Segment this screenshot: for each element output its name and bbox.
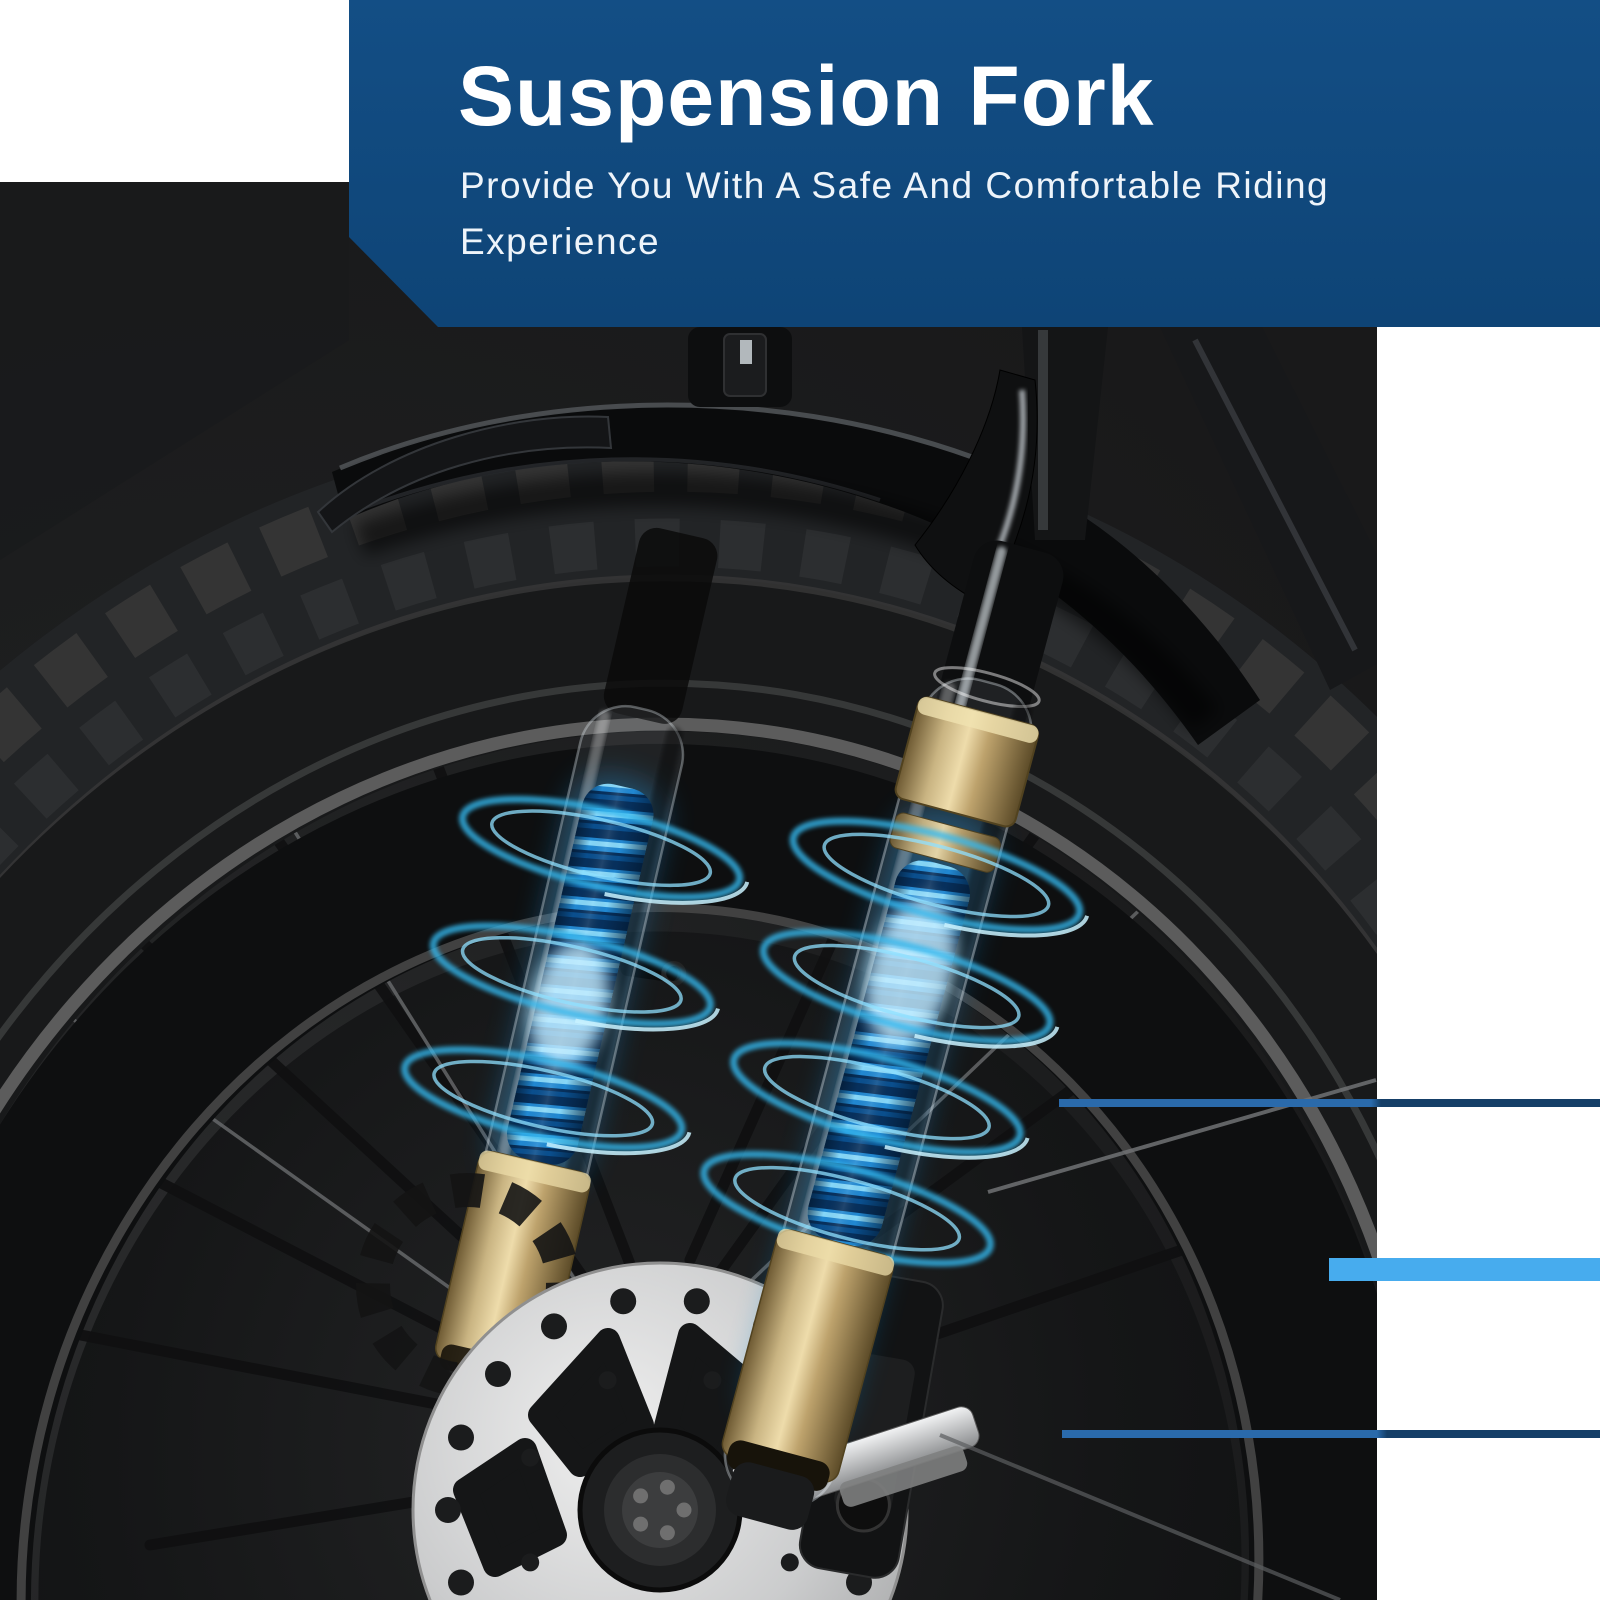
page-subtitle: Provide You With A Safe And Comfortable … <box>460 165 1330 262</box>
callout-line-bottom <box>1062 1430 1600 1438</box>
product-photo <box>0 182 1377 1600</box>
spring-hotspot <box>529 942 609 1068</box>
tire-sidewall <box>0 581 1377 1600</box>
page-title: Suspension Fork <box>458 49 1155 143</box>
callout-highlight-bar <box>1329 1258 1600 1281</box>
rim-band <box>0 743 1377 1600</box>
spring-hotspot <box>865 898 956 1046</box>
fork-crown <box>688 327 1377 690</box>
frame-tube <box>1160 327 1377 690</box>
background-shadow-wedge <box>0 182 349 560</box>
fender-lip <box>316 415 613 534</box>
right-fork-leg <box>700 540 1090 1530</box>
dropout <box>726 1462 815 1530</box>
callout-line-top <box>1059 1099 1600 1107</box>
front-spokes <box>939 1078 1377 1600</box>
title-banner: Suspension Fork Provide You With A Safe … <box>349 0 1600 327</box>
sidewall-stripe <box>0 717 1377 1600</box>
tread-blocks-inner <box>0 518 1377 1600</box>
rim-lip <box>16 903 1264 1600</box>
